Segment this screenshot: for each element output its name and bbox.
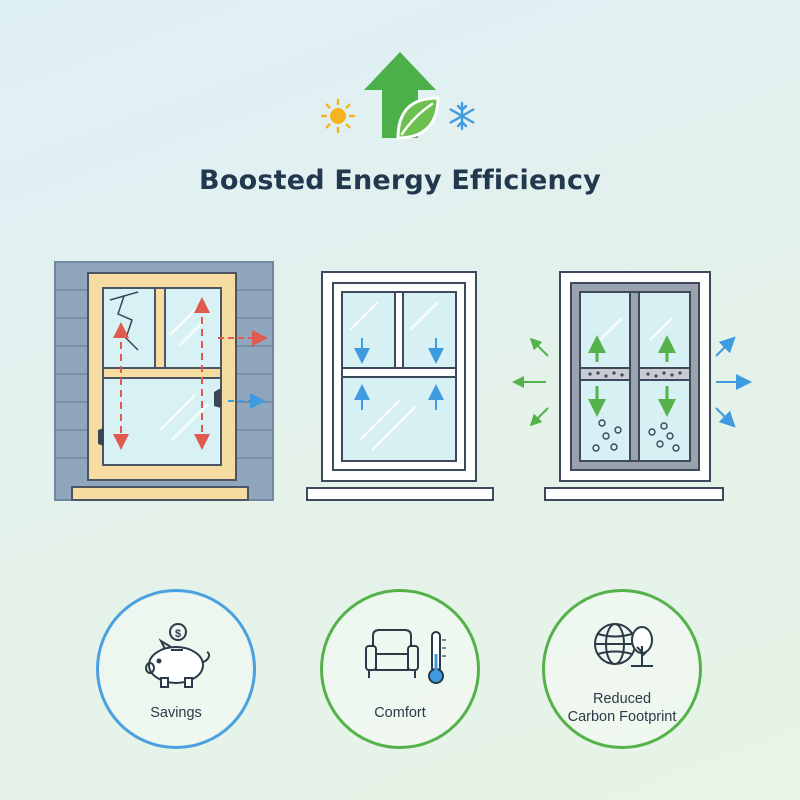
page-title: Boosted Energy Efficiency: [199, 165, 601, 196]
standard-window: [306, 271, 494, 501]
carbon-footprint-benefit: Reduced Carbon Footprint: [542, 589, 702, 749]
svg-text:$: $: [175, 628, 181, 640]
savings-label: Savings: [150, 705, 202, 721]
snowflake-icon: [449, 101, 475, 131]
comfort-label: Comfort: [374, 705, 426, 721]
piggy-bank-icon: $: [145, 623, 211, 688]
header-icons: [320, 52, 475, 140]
windows-diagram: [54, 261, 752, 501]
leaf-icon: [396, 96, 440, 140]
sun-icon: [320, 98, 356, 134]
armchair-thermometer-icon: [365, 629, 446, 684]
old-drafty-window: [54, 261, 274, 501]
efficient-window: [512, 271, 752, 501]
carbon-footprint-label: Reduced Carbon Footprint: [567, 691, 677, 725]
globe-tree-icon: [594, 623, 653, 667]
savings-benefit: $ Savings: [96, 589, 256, 749]
comfort-benefit: Comfort: [320, 589, 480, 749]
